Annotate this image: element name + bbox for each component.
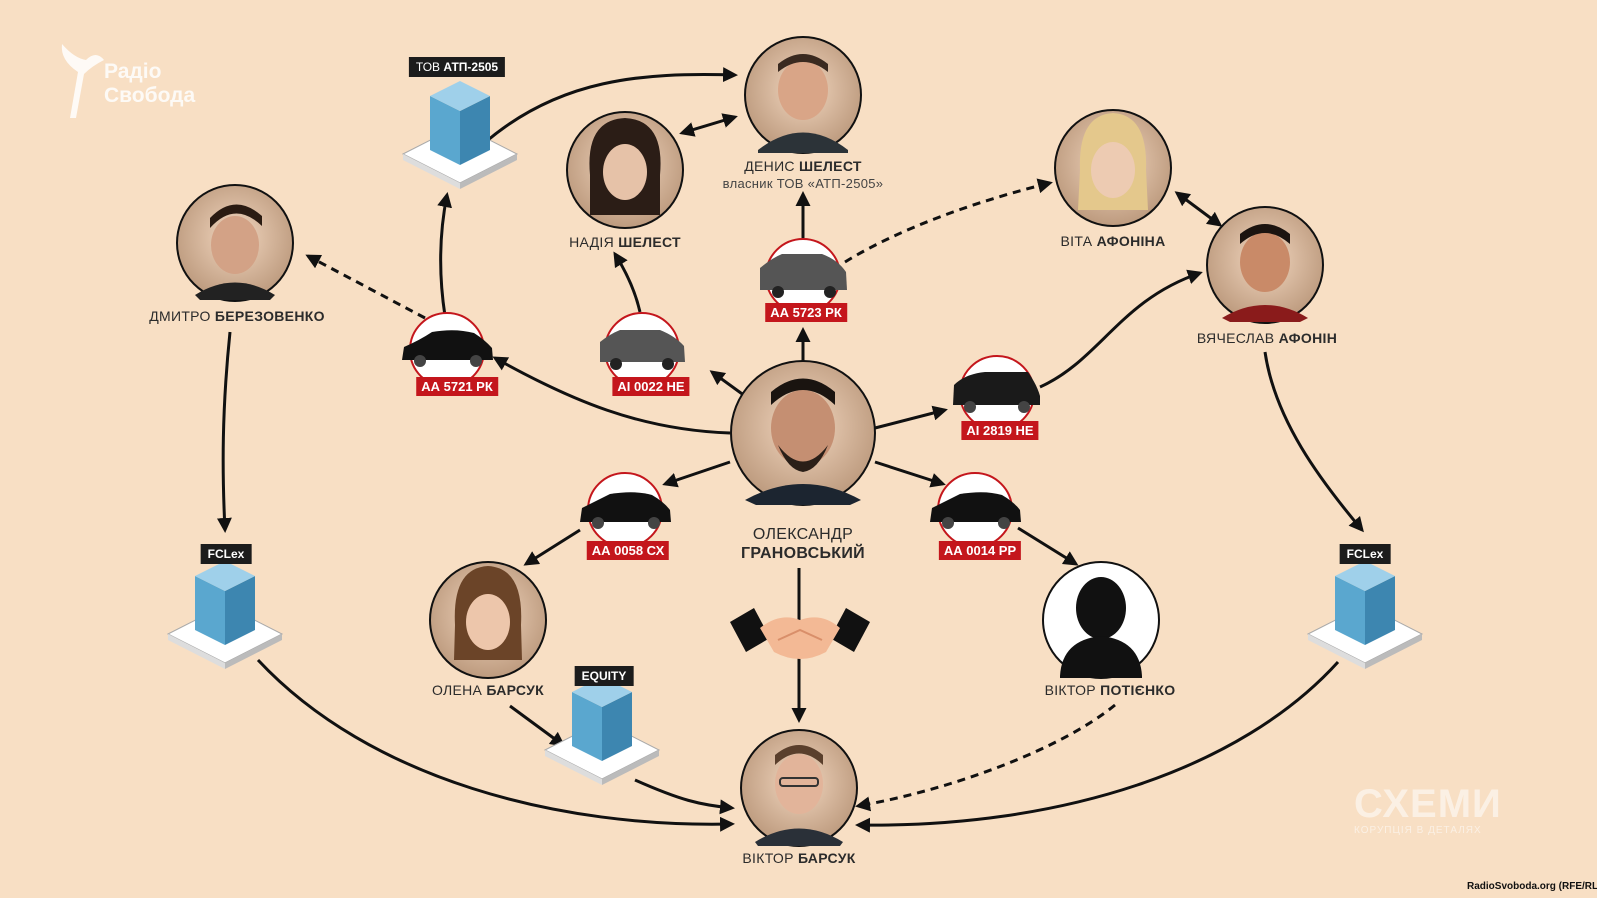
person-photo-hranovskyi — [730, 360, 876, 506]
edge-fclex-right-to-viktorb — [855, 660, 1340, 833]
car-icon-aa5721 — [402, 312, 493, 388]
car-icon-aa5723 — [760, 238, 847, 314]
edge-vita-viacheslav — [1174, 191, 1223, 227]
edge-viacheslav-to-fclex — [1263, 351, 1364, 533]
radio-svoboda-logo-icon — [61, 44, 104, 118]
label-nadiia-shelest: НАДІЯ ШЕЛЕСТ — [569, 234, 681, 250]
plate-ai0022: АІ 0022 НЕ — [612, 377, 690, 396]
plate-ai2819: АІ 2819 НЕ — [961, 421, 1039, 440]
plate-aa5721: АА 5721 РК — [416, 377, 498, 396]
car-icon-aa0058 — [580, 472, 671, 548]
person-photo-olena — [429, 561, 547, 679]
edge-car2819-to-viacheslav — [1039, 269, 1203, 389]
edge-car0022-to-nadiia — [613, 251, 642, 313]
person-photo-vita — [1054, 109, 1172, 227]
edge-viktorp-to-viktorb — [855, 703, 1116, 812]
person-photo-denys — [744, 36, 862, 154]
edge-car5721-to-dmytro — [305, 254, 426, 320]
car-icon-ai2819 — [953, 355, 1040, 431]
edge-hranovskyi-to-car0022 — [709, 370, 746, 398]
handshake-icon — [730, 608, 870, 659]
edge-fclex-left-to-viktorb — [256, 658, 735, 832]
source-credit: RadioSvoboda.org (RFE/RL) — [1467, 881, 1597, 892]
person-photo-nadiia — [566, 111, 684, 229]
skhemy-title: СХЕМИ — [1354, 782, 1502, 826]
car-icon-aa0014 — [930, 472, 1021, 548]
edge-car5721-to-atp — [437, 192, 453, 317]
edge-dmytro-to-fclex — [216, 331, 232, 533]
company-tag-fclex-left: FCLex — [200, 544, 252, 564]
edge-hranovskyi-to-car5721 — [492, 356, 731, 435]
plate-aa5723: АА 5723 РК — [765, 303, 847, 322]
edge-car0058-to-olena — [523, 528, 581, 566]
edge-atp-to-denys — [487, 67, 738, 142]
label-vita-afonina: ВІТА АФОНІНА — [1060, 233, 1166, 249]
edge-car5723-to-vita — [844, 178, 1053, 264]
plate-aa0058: АА 0058 СХ — [586, 541, 670, 560]
edge-equity-to-viktorb — [634, 778, 735, 815]
label-viktor-barsuk: ВІКТОР БАРСУК — [742, 850, 856, 866]
logo-line-2: Свобода — [104, 84, 196, 107]
person-photo-viacheslav — [1206, 206, 1324, 324]
label-olena-barsuk: ОЛЕНА БАРСУК — [431, 682, 545, 698]
company-tag-equity: EQUITY — [574, 666, 634, 686]
building-icon-fclex-right — [1306, 561, 1424, 669]
unknown-person-silhouette — [1042, 561, 1160, 679]
company-tag-fclex-right: FCLex — [1339, 544, 1391, 564]
label-viktor-potiienko: ВІКТОР ПОТІЄНКО — [1044, 682, 1176, 698]
edge-nadiia-denys — [679, 113, 738, 137]
label-viacheslav-afonin: ВЯЧЕСЛАВ АФОНІН — [1196, 330, 1338, 346]
building-icon-equity — [543, 677, 661, 785]
edge-hranovskyi-to-car2819 — [874, 405, 948, 430]
person-photo-dmytro — [176, 184, 294, 302]
edge-olena-to-equity — [509, 704, 566, 747]
label-dmytro-berezovenko: ДМИТРО БЕРЕЗОВЕНКО — [149, 308, 325, 324]
company-tag-atp: ТОВ АТП-2505 — [408, 57, 506, 77]
logo-line-1: Радіо — [104, 60, 162, 83]
car-icon-ai0022 — [600, 312, 685, 388]
skhemy-watermark: СХЕМИ КОРУПЦІЯ В ДЕТАЛЯХ — [1354, 783, 1502, 836]
edge-car0014-to-viktorp — [1017, 526, 1079, 566]
building-icon-atp — [401, 81, 519, 189]
edge-hranovskyi-to-car0058 — [662, 460, 731, 488]
plate-aa0014: АА 0014 РР — [938, 541, 1022, 560]
building-icon-fclex-left — [166, 561, 284, 669]
edge-hranovskyi-to-car0014 — [874, 460, 946, 488]
person-photo-viktor-barsuk — [740, 729, 858, 847]
skhemy-subtitle: КОРУПЦІЯ В ДЕТАЛЯХ — [1354, 825, 1482, 836]
